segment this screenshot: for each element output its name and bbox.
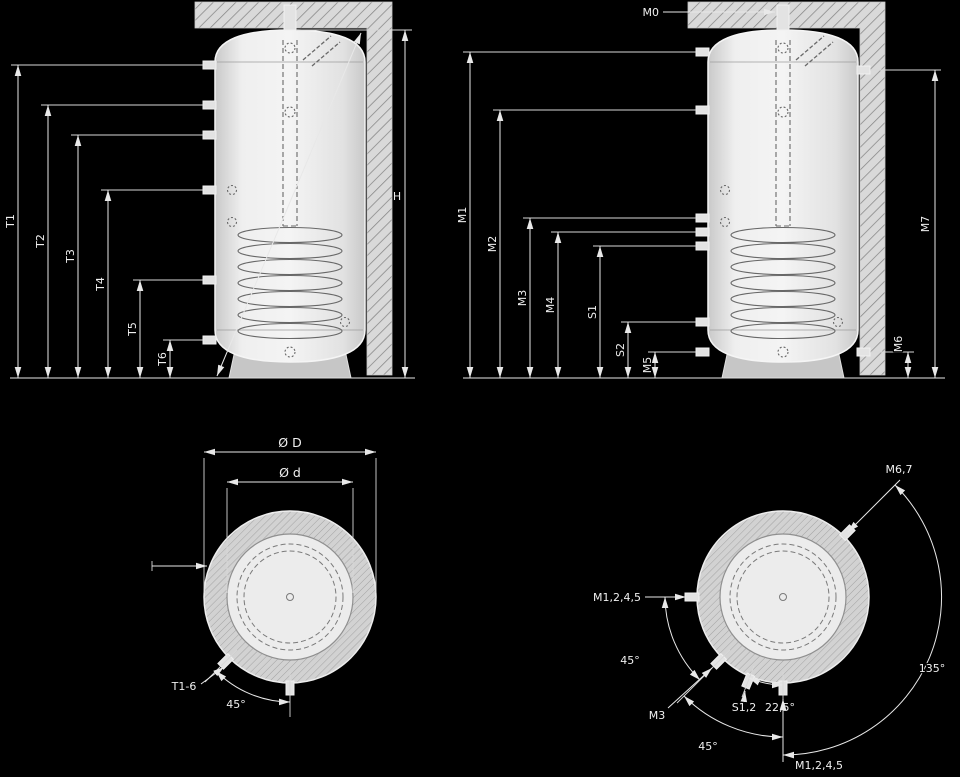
- angle-label-135: 135°: [919, 662, 946, 675]
- dim-label-t5: T5: [126, 322, 139, 337]
- dimension-m2: M2: [485, 109, 696, 378]
- dim-label-t1: T1: [4, 214, 17, 229]
- dim-label-m2: M2: [486, 236, 499, 253]
- side-port-s2: [695, 317, 710, 327]
- dim-label-s1: S1: [586, 305, 599, 319]
- top-view-left: Ø D Ø d 45° T1-6: [151, 434, 377, 717]
- side-port-m7: [856, 65, 871, 75]
- label-t1-6: T1-6: [171, 680, 197, 693]
- dimension-m4: M4: [543, 231, 696, 378]
- callout-m3: M3: [648, 649, 731, 723]
- angle-dimension-135: 135°: [782, 484, 947, 759]
- callout-m67: M6,7: [847, 462, 914, 533]
- dim-label-m1: M1: [456, 207, 469, 224]
- label-m67: M6,7: [886, 463, 913, 476]
- side-port-m1: [695, 47, 710, 57]
- port-m1245-left: [684, 592, 700, 602]
- dim-label-outer-diameter: Ø D: [278, 435, 301, 450]
- angle-label-22-5: 22,5°: [765, 701, 795, 714]
- side-port-m6: [856, 347, 871, 357]
- side-port-m5: [695, 347, 710, 357]
- front-view-left: T1 T2 T3 T4 T5 T6 H: [3, 1, 415, 379]
- side-port-t3: [202, 130, 217, 140]
- dim-label-s2: S2: [614, 343, 627, 357]
- dim-label-t6: T6: [156, 352, 169, 367]
- dim-label-t2: T2: [34, 234, 47, 249]
- dimension-outer-diameter: Ø D: [203, 434, 377, 593]
- side-port-t4: [202, 185, 217, 195]
- dimension-s2: S2: [613, 321, 696, 378]
- dimension-inner-diameter: Ø d: [226, 464, 354, 593]
- tipping-dimension-line: [216, 32, 362, 377]
- side-port-t6: [202, 335, 217, 345]
- top-view-right: M6,7 M1,2,4,5 M3 S1,2 22,5° M1,2,4,5 45°: [592, 462, 947, 774]
- t-connections-callout: T1-6: [169, 666, 225, 694]
- dimension-m7: M7: [870, 69, 941, 378]
- dim-label-m7: M7: [919, 216, 932, 233]
- callout-m1245-bottom: M1,2,4,5: [779, 672, 844, 773]
- dim-label-inner-diameter: Ø d: [279, 465, 301, 480]
- dimension-m0: M0: [641, 5, 775, 20]
- dim-label-m6: M6: [892, 336, 905, 353]
- dimension-s1: S1: [585, 245, 696, 378]
- label-m1245-left: M1,2,4,5: [593, 591, 641, 604]
- tank-connections-right: [695, 4, 871, 357]
- dimension-t2: T2: [33, 104, 203, 378]
- angle-dimension-45-bottom: 45°: [683, 695, 784, 754]
- side-port-s1: [695, 241, 710, 251]
- dimension-t1: T1: [3, 64, 203, 378]
- dimension-m5: M5: [640, 351, 696, 378]
- angle-dimension-45: 45°: [204, 649, 291, 717]
- side-port-m2: [695, 105, 710, 115]
- top-port-m0: [776, 4, 790, 31]
- dim-label-t4: T4: [94, 277, 107, 292]
- side-port-t1: [202, 60, 217, 70]
- angle-dimension-45-left: 45°: [619, 596, 701, 681]
- label-s12: S1,2: [732, 701, 756, 714]
- dimension-t6: T6: [155, 339, 203, 378]
- dimension-t3: T3: [63, 134, 203, 378]
- dim-label-m3: M3: [516, 290, 529, 307]
- side-port-t2: [202, 100, 217, 110]
- angle-label-45: 45°: [226, 698, 246, 711]
- dimension-m1: M1: [455, 51, 696, 378]
- dim-label-m0: M0: [643, 6, 660, 19]
- top-port: [283, 4, 297, 31]
- wall-hatch-left: [194, 1, 393, 376]
- dimension-t4: T4: [93, 189, 203, 378]
- front-view-right: M0 M1 M2 M3 M4 S1 S: [455, 1, 945, 379]
- angle-label-45-left: 45°: [620, 654, 640, 667]
- dimension-m3: M3: [515, 217, 696, 378]
- angle-label-45-bottom: 45°: [698, 740, 718, 753]
- side-port-t5: [202, 275, 217, 285]
- callout-m1245-left: M1,2,4,5: [592, 590, 686, 605]
- dimension-m6: M6: [870, 335, 914, 378]
- label-m1245-bottom: M1,2,4,5: [795, 759, 843, 772]
- dim-label-m5: M5: [641, 357, 654, 374]
- dimension-h: H: [296, 29, 412, 378]
- wall-hatch-right: [687, 1, 886, 376]
- dimension-t5: T5: [125, 279, 203, 378]
- insulation-thickness-arrow: [151, 561, 207, 571]
- label-m3: M3: [649, 709, 666, 722]
- dim-label-m4: M4: [544, 297, 557, 314]
- dim-label-h: H: [393, 190, 401, 203]
- dim-label-t3: T3: [64, 249, 77, 264]
- side-port-m3: [695, 213, 710, 223]
- side-port-m4: [695, 227, 710, 237]
